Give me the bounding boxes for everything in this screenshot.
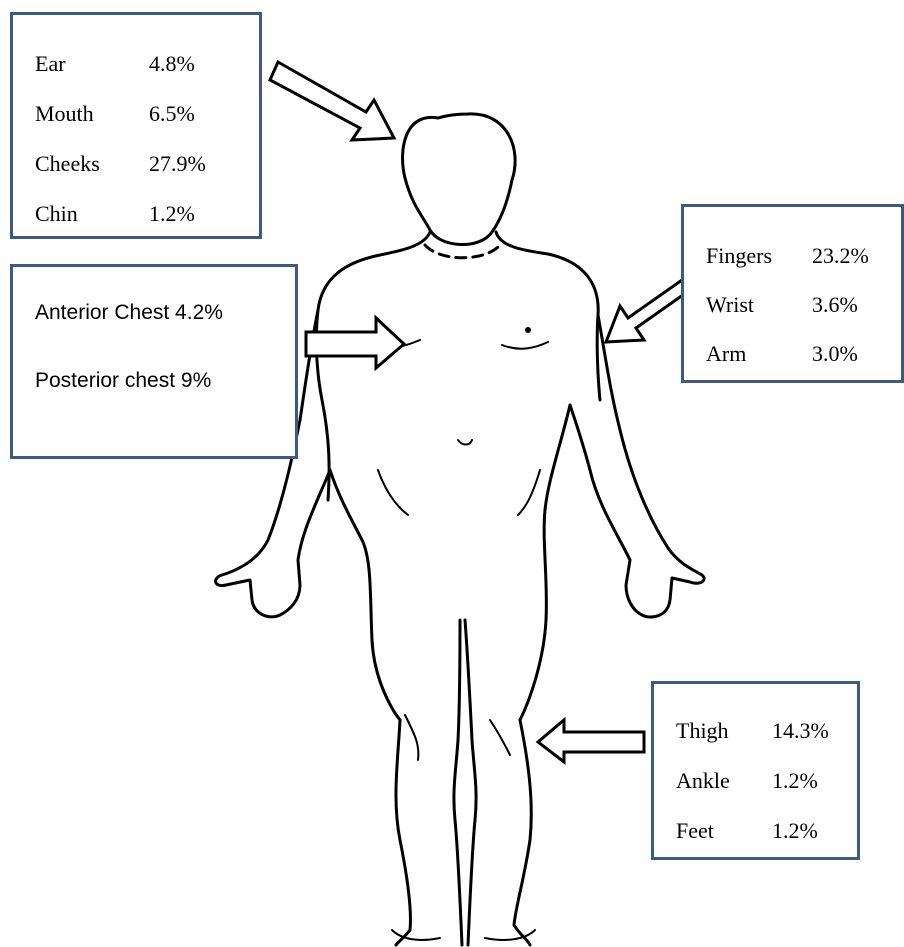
percent-value: 6.5% [149, 101, 195, 127]
part-label: Fingers [706, 243, 772, 269]
part-label: Thigh [676, 718, 729, 744]
part-label: Wrist [706, 292, 754, 318]
part-label: Chin [35, 201, 78, 227]
percent-value: 3.6% [812, 292, 858, 318]
percent-value: 3.0% [812, 341, 858, 367]
part-label: Arm [706, 341, 746, 367]
arrow-leg-pointer [538, 720, 644, 762]
part-label: Cheeks [35, 151, 100, 177]
arm-stats-box: Fingers 23.2% Wrist 3.6% Arm 3.0% [681, 204, 904, 383]
percent-value: 1.2% [772, 768, 818, 794]
chest-stats-box: Anterior Chest 4.2% Posterior chest 9% [10, 264, 298, 459]
chest-anterior-label: Anterior Chest 4.2% [35, 301, 223, 325]
percent-value: 23.2% [812, 243, 869, 269]
percent-value: 4.8% [149, 51, 195, 77]
part-label: Ear [35, 51, 66, 77]
head-stats-box: Ear 4.8% Mouth 6.5% Cheeks 27.9% Chin 1.… [10, 12, 262, 239]
part-label: Mouth [35, 101, 94, 127]
percent-value: 14.3% [772, 718, 829, 744]
part-label: Feet [676, 818, 714, 844]
chest-posterior-label: Posterior chest 9% [35, 369, 211, 393]
percent-value: 1.2% [149, 201, 195, 227]
leg-stats-box: Thigh 14.3% Ankle 1.2% Feet 1.2% [651, 681, 860, 860]
percent-value: 1.2% [772, 818, 818, 844]
part-label: Ankle [676, 768, 730, 794]
percent-value: 27.9% [149, 151, 206, 177]
